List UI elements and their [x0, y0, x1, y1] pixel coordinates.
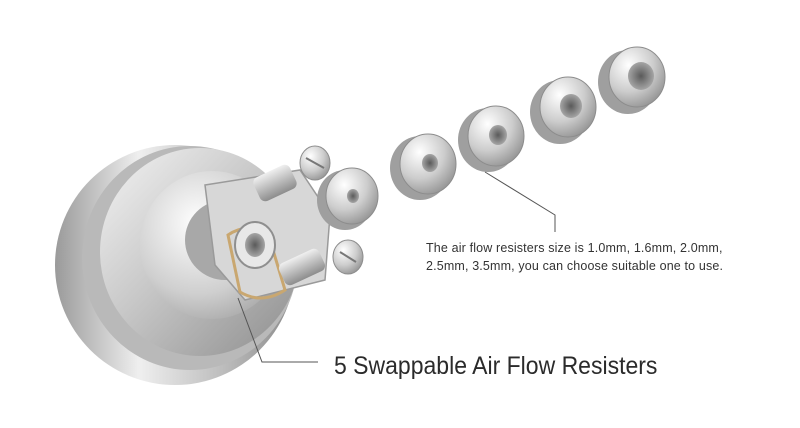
center-post-hole — [245, 233, 265, 257]
resister-hole — [489, 125, 507, 145]
description-line-2: 2.5mm, 3.5mm, you can choose suitable on… — [426, 259, 724, 273]
resister-2 — [390, 133, 457, 200]
headline-caption: 5 Swappable Air Flow Resisters — [334, 352, 658, 380]
resister-4 — [530, 76, 597, 144]
resister-3 — [458, 105, 525, 172]
resister-hole — [560, 94, 582, 118]
resister-1 — [317, 167, 379, 230]
screw-slot-bottom — [339, 251, 357, 263]
screw-bottom — [278, 248, 326, 286]
post-screws — [253, 145, 364, 286]
resister-5 — [598, 46, 666, 114]
screw-slot-top — [305, 157, 325, 169]
description-line-1: The air flow resisters size is 1.0mm, 1.… — [426, 241, 723, 255]
resister-hole — [422, 154, 438, 172]
leader-line-description — [484, 171, 556, 232]
leader-line-headline — [237, 297, 318, 363]
resister-hole — [347, 189, 359, 203]
air-flow-resisters — [317, 46, 666, 230]
screw-top-left — [253, 164, 297, 202]
resister-hole — [628, 62, 654, 90]
